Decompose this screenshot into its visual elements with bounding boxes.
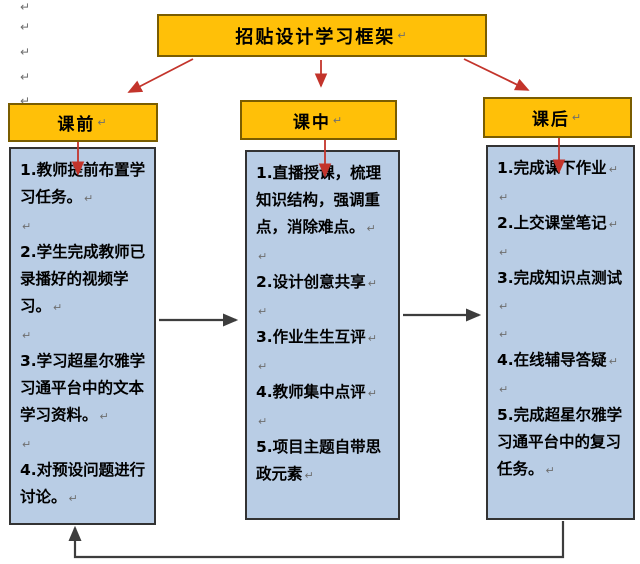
column-header-label: 课前	[57, 115, 96, 135]
paragraph-return-mark: ↵	[499, 300, 509, 313]
blank-line: ↵	[256, 352, 392, 379]
paragraph-return-mark: ↵	[366, 222, 376, 235]
blank-line: ↵	[256, 242, 392, 269]
blank-line: ↵	[20, 321, 148, 348]
arrow-title-to-pre-class	[127, 58, 194, 93]
paragraph-return-mark: ↵	[499, 383, 509, 396]
blank-line: ↵	[497, 375, 627, 402]
column-header-in-class: 课中↵	[240, 100, 397, 140]
list-item: 2.设计创意共享↵	[256, 273, 377, 291]
column-body-pre-class: 1.教师提前布置学习任务。↵↵2.学生完成教师已录播好的视频学习。↵↵3.学习超…	[9, 147, 156, 525]
paragraph-return-mark: ↵	[332, 113, 345, 127]
list-item: 3.作业生生互评↵	[256, 328, 377, 346]
column-body-after-class: 1.完成课下作业↵↵2.上交课堂笔记↵↵3.完成知识点测试↵↵4.在线辅导答疑↵…	[486, 145, 635, 520]
paragraph-return-mark: ↵	[53, 301, 63, 314]
blank-line: ↵	[256, 407, 392, 434]
paragraph-return-mark: ↵	[20, 0, 31, 14]
blank-line: ↵	[20, 430, 148, 457]
list-item: 5.项目主题自带思政元素↵	[256, 438, 382, 483]
blank-line: ↵	[20, 212, 148, 239]
title-box: 招贴设计学习框架↵	[157, 14, 487, 57]
paragraph-return-mark: ↵	[22, 329, 32, 342]
paragraph-return-mark: ↵	[22, 220, 32, 233]
arrow-title-to-after-class	[463, 58, 530, 91]
arrow-feedback-loop-after-to-pre	[68, 521, 565, 559]
paragraph-return-mark: ↵	[20, 70, 31, 84]
paragraph-return-mark: ↵	[258, 360, 268, 373]
list-item: 1.教师提前布置学习任务。↵	[20, 161, 146, 206]
paragraph-return-mark: ↵	[545, 464, 555, 477]
list-item: 4.教师集中点评↵	[256, 383, 377, 401]
list-item: 3.完成知识点测试↵	[497, 269, 623, 313]
blank-line: ↵	[256, 297, 392, 324]
blank-line: ↵	[497, 183, 627, 210]
list-item: 3.学习超星尔雅学习通平台中的文本学习资料。↵	[20, 352, 146, 424]
paragraph-return-mark: ↵	[84, 192, 94, 205]
paragraph-return-mark: ↵	[97, 116, 109, 129]
paragraph-return-mark: ↵	[68, 492, 78, 505]
blank-line: ↵	[497, 320, 627, 347]
paragraph-return-mark: ↵	[304, 469, 314, 482]
list-item: 2.上交课堂笔记↵	[497, 214, 618, 232]
list-item: 1.完成课下作业↵	[497, 159, 618, 177]
paragraph-return-mark: ↵	[22, 438, 32, 451]
paragraph-return-mark: ↵	[20, 45, 31, 59]
column-header-label: 课中	[292, 112, 331, 133]
paragraph-return-mark: ↵	[99, 410, 109, 423]
list-item: 4.在线辅导答疑↵	[497, 351, 618, 369]
list-item: 1.直播授课，梳理知识结构，强调重点，消除难点。↵	[256, 164, 382, 236]
page-title: 招贴设计学习框架	[235, 26, 396, 48]
column-header-pre-class: 课前↵	[8, 103, 158, 142]
paragraph-return-mark: ↵	[20, 94, 31, 108]
paragraph-return-mark: ↵	[367, 332, 377, 345]
paragraph-return-mark: ↵	[499, 191, 509, 204]
list-item: 5.完成超星尔雅学习通平台中的复习任务。↵	[497, 406, 623, 478]
paragraph-return-mark: ↵	[571, 111, 584, 124]
paragraph-return-mark: ↵	[499, 246, 509, 259]
paragraph-return-mark: ↵	[499, 328, 509, 341]
paragraph-return-mark: ↵	[608, 355, 618, 368]
blank-line: ↵	[497, 238, 627, 265]
paragraph-return-mark: ↵	[258, 305, 268, 318]
column-header-label: 课后	[531, 110, 570, 130]
paragraph-return-mark: ↵	[397, 29, 409, 42]
list-item: 4.对预设问题进行讨论。↵	[20, 461, 146, 506]
paragraph-return-mark: ↵	[20, 20, 31, 34]
paragraph-return-mark: ↵	[367, 277, 377, 290]
paragraph-return-mark: ↵	[367, 387, 377, 400]
paragraph-return-mark: ↵	[608, 163, 618, 176]
paragraph-return-mark: ↵	[608, 218, 618, 231]
paragraph-return-mark: ↵	[258, 415, 268, 428]
column-body-in-class: 1.直播授课，梳理知识结构，强调重点，消除难点。↵↵2.设计创意共享↵↵3.作业…	[245, 150, 400, 520]
paragraph-return-mark: ↵	[258, 250, 268, 263]
column-header-after-class: 课后↵	[483, 97, 632, 138]
list-item: 2.学生完成教师已录播好的视频学习。↵	[20, 243, 146, 315]
